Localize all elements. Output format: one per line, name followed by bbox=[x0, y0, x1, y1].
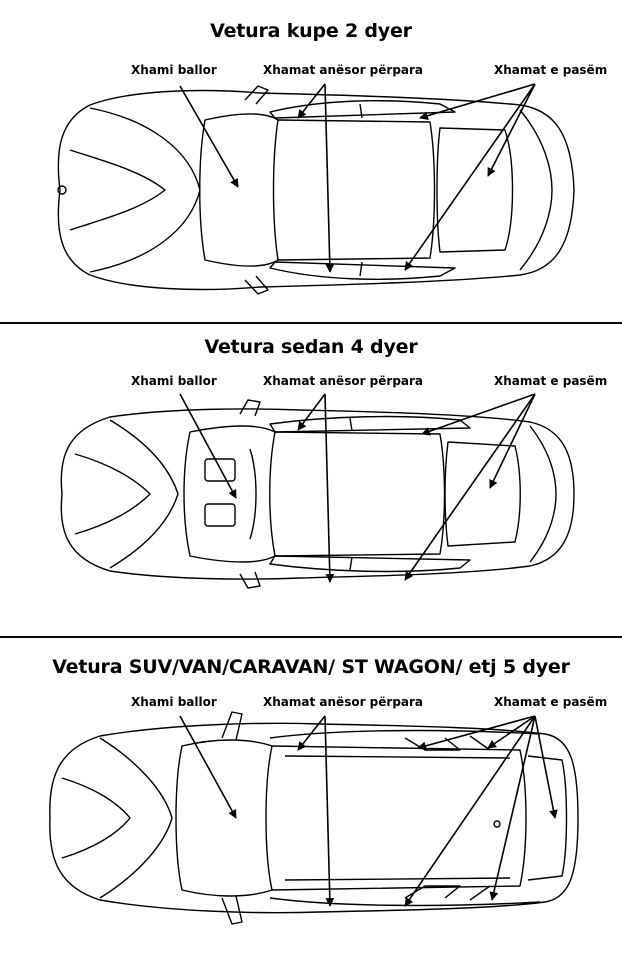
wagon-car-top-view-icon bbox=[49, 711, 579, 925]
sedan-section: Vetura sedan 4 dyer Xhami ballor Xhamat … bbox=[0, 324, 622, 636]
wagon-title: Vetura SUV/VAN/CARAVAN/ ST WAGON/ etj 5 … bbox=[52, 656, 570, 678]
sedan-car-top-view-icon bbox=[60, 393, 575, 589]
sedan-rear-label: Xhamat e pasëm bbox=[494, 374, 608, 388]
sedan-title: Vetura sedan 4 dyer bbox=[204, 336, 418, 358]
sedan-front-side-label: Xhamat anësor përpara bbox=[263, 374, 424, 388]
coupe-title: Vetura kupe 2 dyer bbox=[210, 20, 412, 42]
divider-2 bbox=[0, 636, 622, 638]
coupe-rear-label: Xhamat e pasëm bbox=[494, 63, 608, 77]
coupe-front-side-label: Xhamat anësor përpara bbox=[263, 63, 424, 77]
wagon-windshield-label: Xhami ballor bbox=[131, 695, 217, 709]
divider-1 bbox=[0, 322, 622, 324]
wagon-front-side-label: Xhamat anësor përpara bbox=[263, 695, 424, 709]
sedan-windshield-label: Xhami ballor bbox=[131, 374, 217, 388]
coupe-windshield-label: Xhami ballor bbox=[131, 63, 217, 77]
wagon-section: Vetura SUV/VAN/CARAVAN/ ST WAGON/ etj 5 … bbox=[0, 638, 622, 960]
coupe-car-top-view-icon bbox=[57, 83, 575, 295]
coupe-section: Vetura kupe 2 dyer Xhami ballor Xhamat a… bbox=[0, 0, 622, 322]
wagon-rear-label: Xhamat e pasëm bbox=[494, 695, 608, 709]
